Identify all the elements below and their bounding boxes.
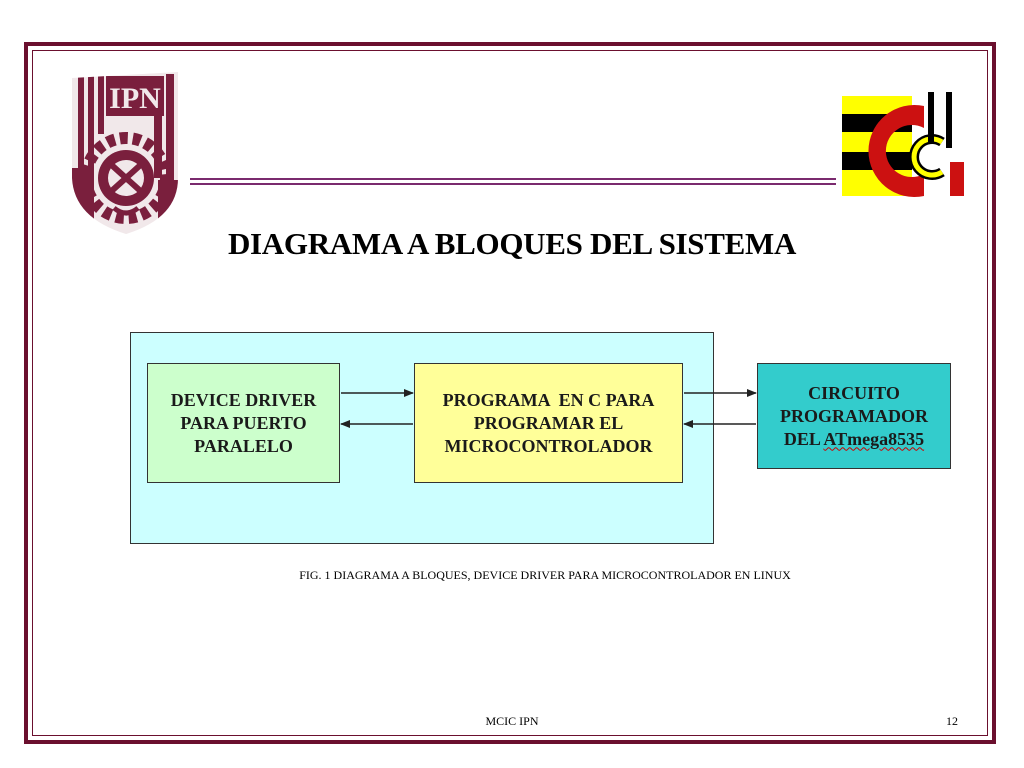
block-programa-c-line-1: PROGRAMA EN C PARA: [442, 389, 655, 410]
block-device-driver: DEVICE DRIVER PARA PUERTO PARALELO: [147, 363, 340, 483]
block-circuito-line-3: DEL ATmega8535: [780, 428, 928, 451]
ipn-logo: IPN: [72, 72, 178, 234]
header-rule-bottom: [190, 183, 836, 185]
block-circuito-line-1: CIRCUITO: [808, 382, 900, 403]
slide-frame-outer: [24, 42, 996, 744]
cic-logo: [842, 92, 964, 200]
block-device-driver-line-1: DEVICE DRIVER: [170, 389, 317, 410]
svg-text:IPN: IPN: [109, 82, 161, 115]
figure-caption: FIG. 1 DIAGRAMA A BLOQUES, DEVICE DRIVER…: [299, 568, 791, 582]
block-circuito-atmega: ATmega8535: [823, 428, 925, 449]
block-programa-c-line-3: MICROCONTROLADOR: [444, 435, 653, 456]
block-device-driver-line-3: PARALELO: [194, 435, 293, 456]
block-programa-c-line-2: PROGRAMAR EL: [473, 412, 624, 433]
block-circuito-line-3-prefix: DEL: [783, 428, 824, 449]
block-device-driver-line-2: PARA PUERTO: [180, 412, 307, 433]
slide-title: DIAGRAMA A BLOQUES DEL SISTEMA: [227, 226, 797, 261]
header-rule-top: [190, 178, 836, 180]
footer-label: MCIC IPN: [485, 714, 539, 728]
slide-frame-inner: [32, 50, 988, 736]
block-circuito-line-2: PROGRAMADOR: [780, 405, 928, 426]
page-number: 12: [946, 714, 958, 728]
block-programa-c: PROGRAMA EN C PARA PROGRAMAR EL MICROCON…: [414, 363, 683, 483]
block-circuito-programador: CIRCUITO PROGRAMADOR DEL ATmega8535: [757, 363, 951, 469]
